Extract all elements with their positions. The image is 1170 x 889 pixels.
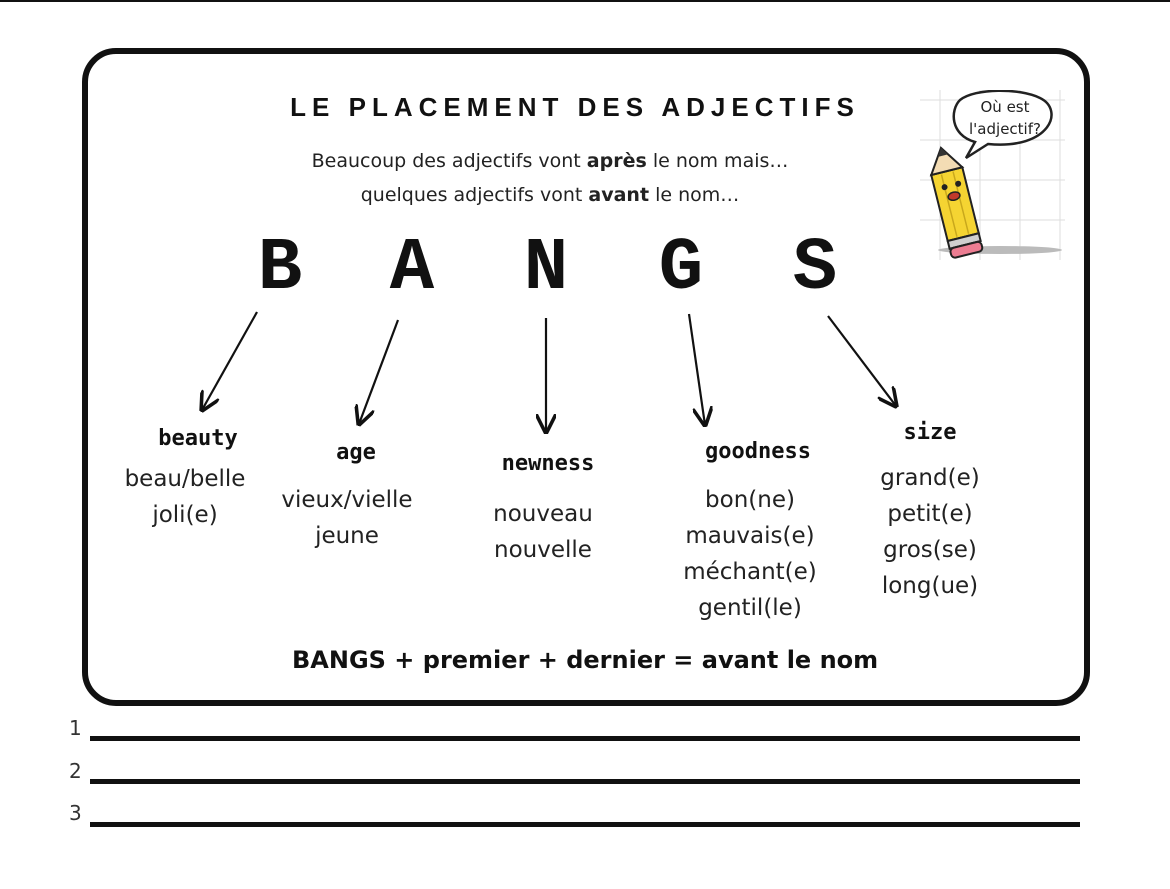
letter-s: S (792, 227, 838, 311)
subtitle-2-end: le nom… (649, 184, 740, 206)
examples-age: vieux/vielle jeune (247, 482, 447, 554)
bubble-line-1: Où est (980, 98, 1030, 116)
list-item: beau/belle (124, 466, 246, 492)
subtitle-1-end: le nom mais… (646, 150, 789, 172)
writing-line-1[interactable] (90, 736, 1080, 741)
line-number-1: 1 (69, 716, 82, 740)
line-number-3: 3 (69, 801, 82, 825)
category-size: size (903, 420, 957, 445)
letter-g: G (658, 227, 704, 311)
list-item: long(ue) (881, 573, 979, 599)
list-item: bon(ne) (705, 487, 795, 513)
bubble-line-2: l'adjectif? (969, 120, 1041, 138)
writing-line-2[interactable] (90, 779, 1080, 784)
content-card (82, 48, 1090, 706)
subtitle-line-2: quelques adjectifs vont avant le nom… (200, 184, 900, 206)
list-item: nouveau (493, 501, 593, 527)
list-item: grand(e) (880, 465, 980, 491)
list-item: jeune (315, 523, 379, 549)
category-age: age (336, 440, 376, 465)
subtitle-1-text: Beaucoup des adjectifs vont (311, 150, 587, 172)
writing-line-3[interactable] (90, 822, 1080, 827)
subtitle-1-bold: après (586, 150, 647, 172)
category-newness: newness (501, 451, 595, 476)
pencil-mascot-icon (920, 90, 1065, 260)
examples-beauty: beau/belle joli(e) (85, 461, 285, 533)
category-goodness: goodness (705, 439, 811, 464)
letter-b: B (257, 227, 303, 311)
examples-size: grand(e) petit(e) gros(se) long(ue) (830, 460, 1030, 604)
list-item: gentil(le) (698, 595, 802, 621)
category-beauty: beauty (158, 426, 238, 451)
examples-newness: nouveau nouvelle (443, 496, 643, 568)
list-item: mauvais(e) (685, 523, 815, 549)
letter-n: N (523, 227, 569, 311)
line-number-2: 2 (69, 759, 82, 783)
subtitle-line-1: Beaucoup des adjectifs vont après le nom… (200, 150, 900, 172)
top-border-line (0, 0, 1170, 2)
list-item: petit(e) (887, 501, 973, 527)
bangs-rule: BANGS + premier + dernier = avant le nom (292, 646, 879, 674)
subtitle-2-bold: avant (588, 184, 650, 206)
letter-a: A (389, 227, 435, 311)
speech-bubble: Où est l'adjectif? (955, 96, 1055, 140)
list-item: joli(e) (152, 502, 218, 528)
page-title: LE PLACEMENT DES ADJECTIFS (290, 92, 860, 122)
list-item: gros(se) (883, 537, 977, 563)
list-item: nouvelle (494, 537, 592, 563)
list-item: méchant(e) (683, 559, 817, 585)
subtitle-2-text: quelques adjectifs vont (360, 184, 589, 206)
list-item: vieux/vielle (281, 487, 413, 513)
examples-goodness: bon(ne) mauvais(e) méchant(e) gentil(le) (650, 482, 850, 626)
